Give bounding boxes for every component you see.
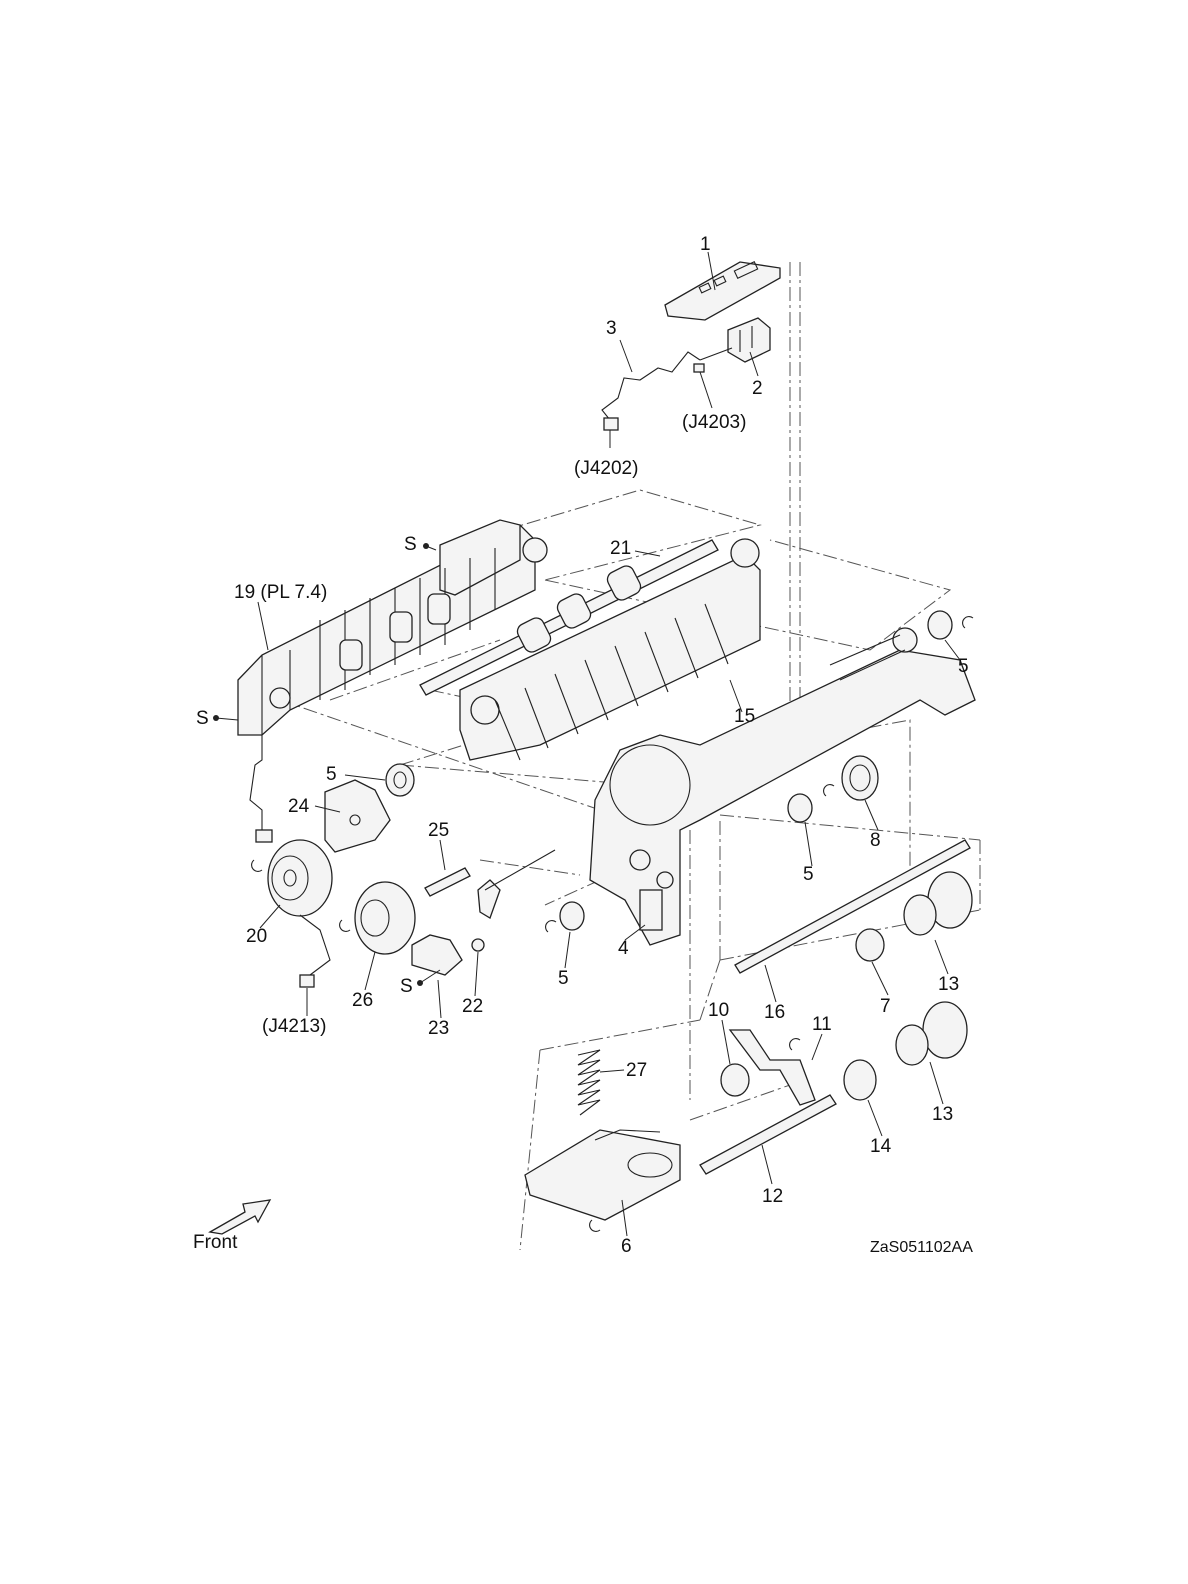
label-part-5-lower: 5 [558,968,569,989]
label-part-26: 26 [352,990,373,1011]
part-14-gear [844,1060,876,1100]
part-8-gear [842,756,878,800]
label-part-8: 8 [870,830,881,851]
label-part-6: 6 [621,1236,632,1257]
part-10-gear [721,1064,749,1096]
label-part-2: 2 [752,378,763,399]
part-13-rollers [896,872,972,1065]
part-6-lift-plate [525,1130,680,1231]
label-part-21: 21 [610,538,631,559]
label-part-15: 15 [734,706,755,727]
part-12-shaft [700,1095,836,1174]
label-part-5-right: 5 [958,656,969,677]
label-part-16: 16 [764,1002,785,1023]
label-connector-j4202: (J4202) [574,458,638,479]
part-1-sensor-bracket [665,262,780,320]
label-part-5-left: 5 [326,764,337,785]
label-part-20: 20 [246,926,267,947]
screw-label-top: S [404,534,417,555]
label-part-3: 3 [606,318,617,339]
label-part-1: 1 [700,234,711,255]
label-part-23: 23 [428,1018,449,1039]
part-23-bracket [412,935,462,975]
screw-label-bottom: S [400,976,413,997]
part-26-pulley [340,882,415,954]
label-part-25: 25 [428,820,449,841]
label-part-10: 10 [708,1000,729,1021]
part-24-plate [325,780,390,852]
front-label: Front [193,1232,238,1253]
label-part-4: 4 [618,938,629,959]
label-part-12: 12 [762,1186,783,1207]
front-arrow-icon [210,1200,270,1234]
part-20-clutch [252,840,332,987]
label-connector-j4203: (J4203) [682,412,746,433]
label-part-19: 19 (PL 7.4) [234,582,327,603]
label-part-14: 14 [870,1136,892,1157]
label-part-5-center: 5 [803,864,814,885]
part-25-shaft [425,868,470,896]
part-7-collar [856,929,884,961]
part-27-spring [578,1050,600,1115]
label-part-13-lower: 13 [932,1104,953,1125]
label-part-24: 24 [288,796,310,817]
screw-label-left: S [196,708,209,729]
label-connector-j4213: (J4213) [262,1016,326,1037]
label-part-13-upper: 13 [938,974,959,995]
label-part-27: 27 [626,1060,647,1081]
part-2-sensor [728,318,770,362]
drawing-code: ZaS051102AA [870,1239,973,1256]
label-part-11: 11 [812,1014,832,1035]
label-part-7: 7 [880,996,891,1017]
label-part-22: 22 [462,996,483,1017]
